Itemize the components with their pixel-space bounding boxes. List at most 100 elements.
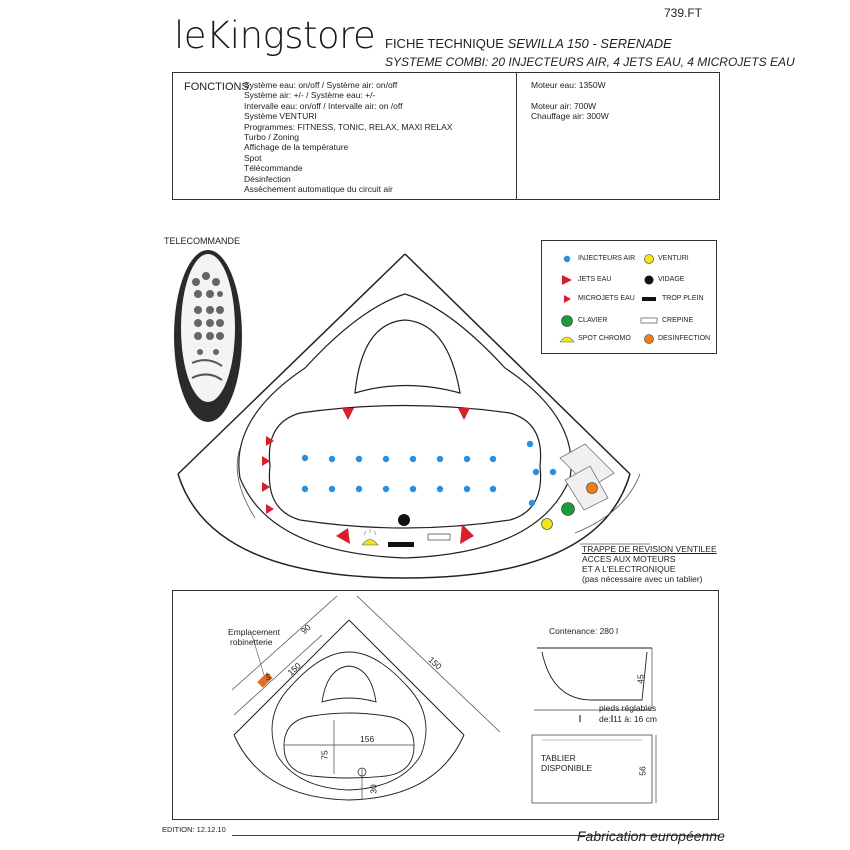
remote-buttons [192, 272, 224, 355]
legend-spot-label: SPOT CHROMO [578, 335, 631, 342]
injecteur-air-dot [409, 485, 417, 493]
fonctions-label: FONCTIONS: [184, 81, 252, 93]
injecteur-air-dot [532, 468, 540, 476]
legend-crepine-label: CREPINE [662, 317, 694, 324]
tablier-label-1: TABLIER [541, 753, 576, 763]
injecteur-air-dot [436, 455, 444, 463]
fonctions-box [172, 72, 720, 200]
dim-75: 75 [319, 750, 330, 760]
fonction-line: Turbo / Zoning [244, 132, 299, 143]
fonction-line: Télécommande [244, 163, 303, 174]
systeme-combi: SYSTEME COMBI: 20 INJECTEURS AIR, 4 JETS… [385, 55, 795, 69]
microjet-mark [262, 456, 270, 466]
injecteur-air-dot [382, 485, 390, 493]
fonction-line: Programmes: FITNESS, TONIC, RELAX, MAXI … [244, 121, 453, 132]
trop-plein-mark [388, 542, 414, 547]
legend-trop-plein-icon [642, 297, 656, 301]
jet-eau-mark [460, 524, 474, 544]
fonction-line: Désinfection [244, 173, 291, 184]
injecteur-air-dot [463, 485, 471, 493]
microjets-eau [262, 436, 274, 514]
injecteur-air-dot [489, 485, 497, 493]
jet-eau-mark [458, 408, 470, 420]
tub-rim [238, 293, 572, 559]
injecteur-air-dot [549, 468, 557, 476]
microjet-mark [262, 482, 270, 492]
dim-30: 30 [368, 784, 379, 794]
fabrication-label: Fabrication européenne [577, 828, 725, 844]
fonction-line: Système air: +/- / Système eau: +/- [244, 90, 376, 101]
moteur-air: Moteur air: 700W [531, 100, 597, 111]
injecteur-air-dot [409, 455, 417, 463]
legend-trop-plein-label: TROP PLEIN [662, 295, 704, 302]
microjet-mark [266, 436, 274, 446]
legend-microjets-label: MICROJETS EAU [578, 295, 635, 302]
tablier-label-2: DISPONIBLE [541, 763, 593, 773]
tub-edge-left [177, 253, 406, 475]
robinetterie-mark [257, 672, 273, 688]
legend-clavier-icon [561, 315, 573, 327]
injecteur-air-dot [528, 499, 536, 507]
legend-box: INJECTEURS AIR VENTURI JETS EAU VIDAGE M… [541, 240, 717, 354]
edition-date: EDITION: 12.12.10 [162, 825, 226, 834]
vidage-mark [398, 514, 410, 526]
fiche-model: SEWILLA 150 - SERENADE [507, 36, 672, 51]
legend-microjet-icon [564, 295, 571, 303]
injecteur-air-dot [301, 454, 309, 462]
injecteur-air-dot [382, 455, 390, 463]
legend-vidage-label: VIDAGE [658, 276, 685, 283]
legend-spot-icon [559, 336, 575, 343]
injecteur-air-dot [489, 455, 497, 463]
emplacement-label-1: Emplacement [228, 627, 280, 637]
crepine-mark [427, 533, 451, 541]
desinfection-mark [586, 482, 598, 494]
dim-5: 5 [266, 672, 271, 682]
contenance-label: Contenance: 280 l [549, 626, 618, 636]
venturi-mark [541, 518, 553, 530]
legend-venturi-label: VENTURI [658, 255, 689, 262]
tub-basin [268, 404, 542, 529]
trappe-note: TRAPPE DE REVISION VENTILEE ACCES AUX MO… [582, 544, 717, 584]
legend-vidage-icon [644, 275, 654, 285]
moteurs-list: Moteur eau: 1350W Moteur air: 700W Chauf… [531, 80, 609, 122]
injecteur-air-dot [355, 485, 363, 493]
fonction-line: Affichage de la température [244, 142, 349, 153]
headrest [354, 319, 461, 394]
jets-eau [336, 408, 474, 544]
spacer [531, 90, 609, 100]
dim-156: 156 [360, 734, 375, 744]
chauffage-air: Chauffage air: 300W [531, 111, 609, 122]
reference-number: 739.FT [664, 6, 703, 20]
injecteur-air-dot [301, 485, 309, 493]
jet-eau-mark [342, 408, 354, 420]
fonctions-divider [516, 73, 517, 199]
fiche-prefix: FICHE TECHNIQUE [385, 36, 508, 51]
fonction-line: Intervalle eau: on/off / Intervalle air:… [244, 100, 403, 111]
spot-chromo-mark [361, 539, 379, 546]
fonction-line: Système eau: on/off / Système air: on/of… [244, 80, 398, 90]
remote-control-image [174, 250, 242, 422]
dim-56: 56 [637, 766, 648, 776]
legend-crepine-icon [640, 317, 658, 324]
footer-rule [232, 835, 720, 836]
injecteur-air-dot [463, 455, 471, 463]
telecommande-label: TELECOMMANDE [164, 236, 241, 246]
trappe-line: ACCES AUX MOTEURS [582, 554, 676, 564]
emplacement-label-2: robinetterie [230, 637, 273, 647]
legend-jet-icon [562, 275, 572, 285]
legend-injecteurs-label: INJECTEURS AIR [578, 255, 636, 262]
dimensions-drawing [231, 595, 657, 804]
trappe-line: ET A L'ELECTRONIQUE [582, 564, 676, 574]
clavier-mark [561, 502, 575, 516]
brand-logo: leKingstore [174, 14, 376, 57]
moteur-eau: Moteur eau: 1350W [531, 80, 606, 90]
injecteur-air-dot [526, 440, 534, 448]
dim-45: 45 [635, 674, 646, 684]
injecteur-air-dot [436, 485, 444, 493]
tub-edge-right [404, 253, 631, 475]
jet-eau-mark [336, 528, 350, 544]
dimensions-box [172, 590, 719, 820]
fonction-line: Assèchement automatique du circuit air [244, 184, 393, 195]
legend-clavier-label: CLAVIER [578, 317, 608, 324]
legend-injecteur-icon [563, 255, 571, 263]
